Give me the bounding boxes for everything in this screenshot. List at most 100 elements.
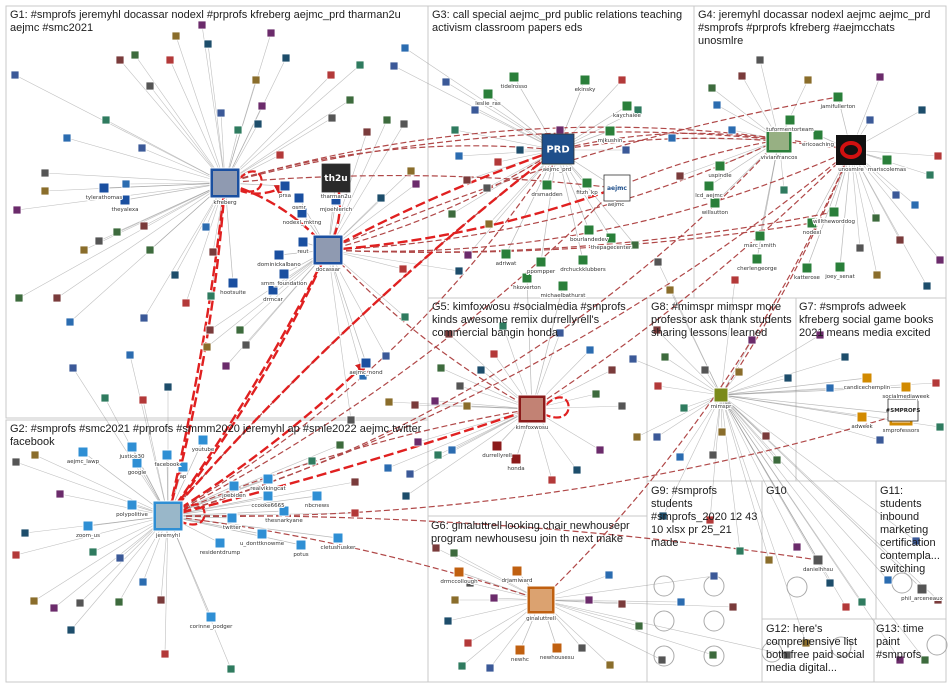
node-smm_foundation[interactable] (278, 268, 290, 280)
node-twitter[interactable] (226, 512, 238, 524)
edge-thin (839, 149, 852, 268)
node-ginaluttrell[interactable] (526, 585, 556, 615)
node-polypolitive[interactable] (126, 499, 138, 511)
node-thesnarkyane[interactable] (278, 505, 290, 517)
node-thepagecenter[interactable] (605, 232, 617, 244)
group-label-g11: G11: students inbound marketing certific… (880, 485, 943, 575)
node-osmr[interactable] (293, 192, 305, 204)
node-label: leslie_ras (475, 101, 501, 107)
node-bourlandedev[interactable] (583, 224, 595, 236)
node-fitzh_kp[interactable] (581, 177, 593, 189)
node-kfreberg[interactable] (209, 167, 241, 199)
node-residentdrump[interactable] (214, 537, 226, 549)
node-drmcar[interactable] (267, 284, 279, 296)
node-newhc[interactable] (514, 644, 526, 656)
avatar-node (138, 577, 148, 587)
node-willsutton[interactable] (709, 197, 721, 209)
node-adriwat[interactable] (500, 248, 512, 260)
node-socialmediaweek[interactable] (900, 381, 912, 393)
node-tylerathomas[interactable] (98, 182, 110, 194)
node-corinne_podger[interactable] (205, 611, 217, 623)
node-phil_arceneaux[interactable] (916, 583, 928, 595)
node-willtheworddog[interactable] (828, 206, 840, 218)
node-nbcnews[interactable] (311, 490, 323, 502)
node-mjoehlerich[interactable] (330, 194, 342, 206)
node-drjamiward[interactable] (511, 565, 523, 577)
node-vivianfrancos[interactable] (765, 126, 793, 154)
node-nodexl[interactable] (806, 217, 818, 229)
node-google[interactable] (131, 457, 143, 469)
node-potus[interactable] (295, 539, 307, 551)
edge-thin (56, 182, 226, 299)
node-label: facebook (154, 462, 180, 468)
avatar-node (40, 186, 50, 196)
node-hootsuite[interactable] (227, 277, 239, 289)
avatar-node (705, 515, 715, 525)
edge-thin (662, 394, 722, 517)
node-jeremyhl[interactable] (152, 500, 184, 532)
edge-thin (679, 394, 722, 458)
node-lcd_aejmc[interactable] (703, 180, 715, 192)
node-aejmc_lawp[interactable] (77, 446, 89, 458)
avatar-node (783, 373, 793, 383)
edge-thin (458, 149, 558, 157)
node-newhousesu[interactable] (551, 642, 563, 654)
node-drmccollough[interactable] (453, 566, 465, 578)
avatar-node (470, 105, 480, 115)
node-reut[interactable] (297, 236, 309, 248)
node-realvikingcat[interactable] (262, 473, 274, 485)
node-leslie_ras[interactable] (482, 88, 494, 100)
node-justice30[interactable] (126, 441, 138, 453)
node-durrellyrell[interactable] (491, 440, 503, 452)
node-marc_smith[interactable] (754, 230, 766, 242)
node-label: mjoehlerich (320, 207, 353, 213)
node-zoom_us[interactable] (82, 520, 94, 532)
avatar-node (653, 381, 663, 391)
node-michaelbathurst[interactable] (557, 280, 569, 292)
node-prsa[interactable] (279, 180, 291, 192)
node-ppompper[interactable] (535, 256, 547, 268)
self-loop-circle (653, 645, 675, 667)
node-candicechemplin[interactable] (861, 372, 873, 384)
node-youtube[interactable] (197, 434, 209, 446)
node-ericoaching[interactable] (812, 129, 824, 141)
node-ekinsky[interactable] (579, 74, 591, 86)
node-katterose[interactable] (801, 262, 813, 274)
node-ap[interactable] (177, 461, 189, 473)
node-drchuckklubbers[interactable] (577, 254, 589, 266)
node-nodexl_mktng[interactable] (296, 207, 308, 219)
node-cherlengeorge[interactable] (751, 253, 763, 265)
node-joebiden[interactable] (228, 480, 240, 492)
node-danielhhsu[interactable] (812, 554, 824, 566)
node-jamifullerton[interactable] (832, 91, 844, 103)
aejmc-logo-icon: aejmc (603, 174, 631, 202)
node-mjkushin[interactable] (604, 125, 616, 137)
node-honda[interactable] (510, 453, 522, 465)
node-aejmc_nond[interactable] (360, 357, 372, 369)
node-hkoverton[interactable] (521, 272, 533, 284)
node-adweek[interactable] (856, 411, 868, 423)
node-cletushusker[interactable] (332, 532, 344, 544)
node-docassar[interactable] (312, 234, 344, 266)
node-kimfoxwosu[interactable] (517, 394, 547, 424)
node-drsmadden[interactable] (541, 179, 553, 191)
avatar-node (675, 452, 685, 462)
avatar-node (100, 393, 110, 403)
node-facebook[interactable] (161, 449, 173, 461)
node-tidelrosso[interactable] (508, 71, 520, 83)
node-kaychaiee[interactable] (621, 100, 633, 112)
node-mimspr[interactable] (713, 387, 729, 403)
node-joey_senat[interactable] (834, 261, 846, 273)
node-u_donttknowme[interactable] (256, 528, 268, 540)
node-dominickalbano[interactable] (273, 249, 285, 261)
node-theyalexa[interactable] (119, 194, 131, 206)
avatar-node (411, 179, 421, 189)
avatar-node (163, 382, 173, 392)
edge-highlight (222, 179, 329, 251)
node-ccooke6665[interactable] (262, 490, 274, 502)
node-mariscolemas[interactable] (881, 154, 893, 166)
node-uspindle[interactable] (714, 160, 726, 172)
avatar-node (79, 245, 89, 255)
node-tuforment[interactable] (784, 114, 796, 126)
edge-thin (175, 35, 226, 184)
